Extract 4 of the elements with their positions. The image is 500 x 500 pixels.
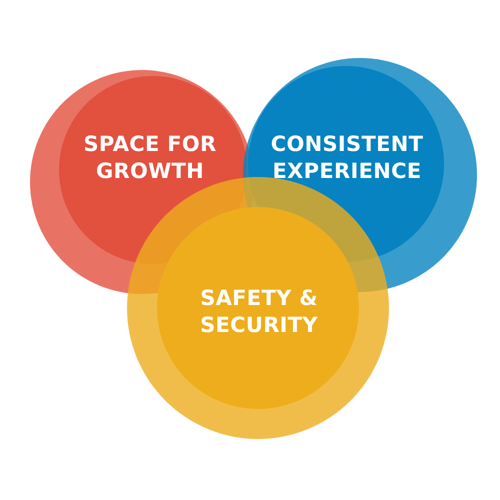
circle-label: SAFETY & SECURITY xyxy=(199,285,319,339)
circle-label: SPACE FOR GROWTH xyxy=(82,131,218,185)
circle-label: CONSISTENT EXPERIENCE xyxy=(270,131,424,185)
venn-circle xyxy=(127,177,389,439)
